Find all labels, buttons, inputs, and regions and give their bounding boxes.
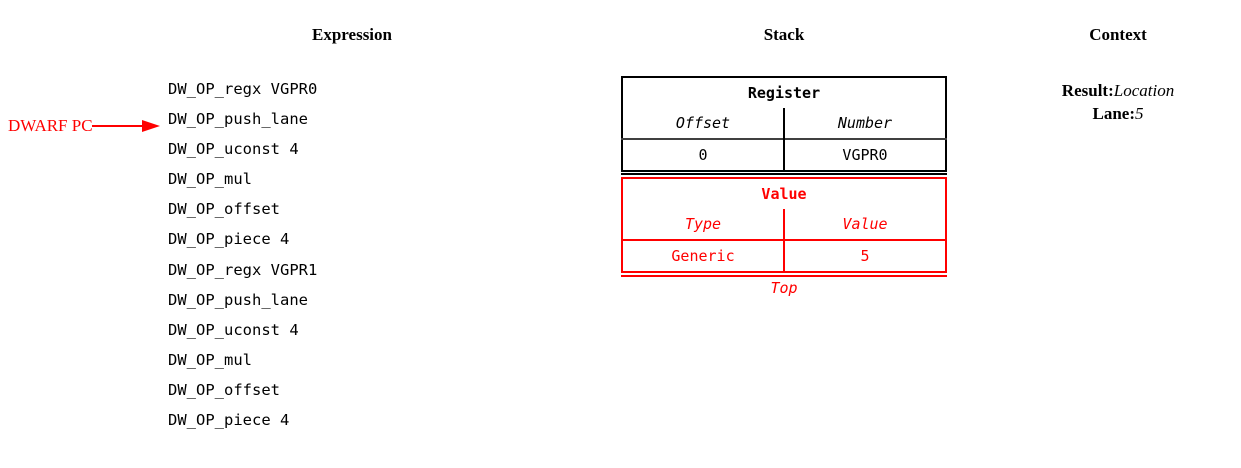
page-title-expression: Expression — [312, 25, 392, 44]
expression-line: DW_OP_offset — [168, 200, 280, 219]
stack-field-name: Number — [837, 114, 893, 132]
expression-line: DW_OP_push_lane — [168, 110, 308, 129]
stack-field-name: Type — [622, 209, 785, 240]
expression-line: DW_OP_mul — [168, 350, 252, 369]
stack-field-value: 5 — [784, 239, 946, 272]
stack-top-label: Top — [770, 279, 798, 297]
stack-entry-separator — [621, 275, 947, 277]
table-row: Register — [622, 77, 946, 108]
page-title-context: Context — [1089, 25, 1147, 44]
stack-entry-separator — [621, 173, 947, 175]
expression-line: DW_OP_regx VGPR1 — [168, 260, 318, 279]
stack-field-name: Offset — [622, 108, 785, 139]
dwarf-pc-label: DWARF PC — [8, 116, 93, 135]
context-row: Lane:5 — [1008, 102, 1228, 125]
stack-field-value: Generic — [622, 239, 785, 272]
expression-line: DW_OP_offset — [168, 380, 280, 399]
expression-line: DW_OP_piece 4 — [168, 411, 290, 430]
stack-field-value: VGPR0 — [784, 138, 946, 171]
table-row: Value — [622, 178, 946, 209]
context-row: Result:Location — [1008, 79, 1228, 102]
context-key: Result: — [1061, 81, 1114, 100]
arrow-right-icon — [91, 120, 160, 132]
table-row: Type Value — [622, 209, 946, 240]
expression-line: DW_OP_mul — [168, 170, 252, 189]
stack-field-name: Value — [842, 215, 888, 233]
stack-entry-title: Register — [747, 84, 821, 102]
expression-line: DW_OP_piece 4 — [168, 230, 290, 249]
stack-entry-title: Value — [761, 185, 807, 203]
expression-line: DW_OP_regx VGPR0 — [168, 80, 318, 98]
expression-line: DW_OP_uconst 4 — [168, 140, 299, 159]
stack-field-value: 0 — [622, 138, 785, 171]
context-value: 5 — [1135, 104, 1144, 123]
expression-line: DW_OP_uconst 4 — [168, 320, 299, 339]
dwarf-pc-pointer: DWARF PC — [8, 116, 162, 136]
context-key: Lane: — [1092, 104, 1136, 123]
table-row: Offset Number — [622, 108, 946, 139]
context-value: Location — [1113, 81, 1175, 100]
expression-line: DW_OP_push_lane — [168, 290, 308, 309]
page-title-stack: Stack — [763, 25, 805, 44]
